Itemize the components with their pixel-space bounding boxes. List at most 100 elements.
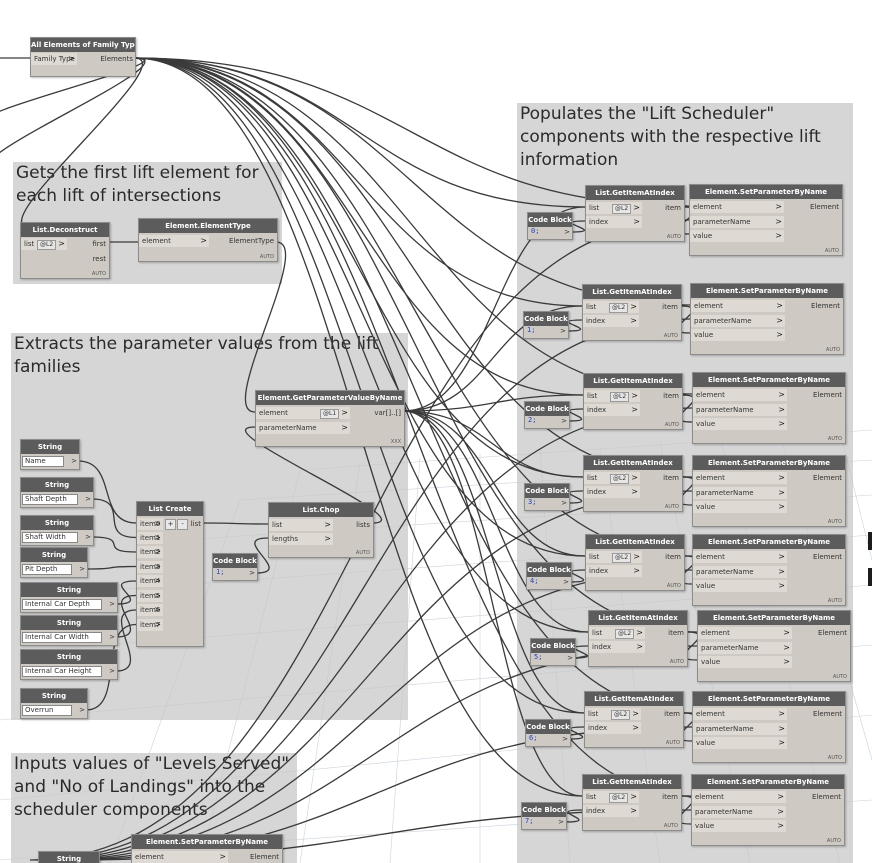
node-set-parameter-by-name-bottom[interactable]: Element.SetParameterByName element> Elem… [131, 834, 283, 863]
port-item6[interactable]: item6> [137, 604, 163, 616]
port-item1[interactable]: item1> [137, 532, 163, 544]
port-value[interactable]: value> [690, 230, 784, 242]
port-parametername[interactable]: parameterName> [693, 723, 787, 735]
port-parametername[interactable]: parameterName> [256, 422, 350, 434]
port-first[interactable]: first [92, 240, 106, 248]
port-element[interactable]: element> [693, 472, 787, 484]
port-element-out[interactable]: Element [818, 629, 847, 637]
string-value[interactable]: Pit Depth [22, 564, 72, 575]
port-item2[interactable]: item2> [137, 546, 163, 558]
port-element-out[interactable]: Element [812, 793, 841, 801]
port-element-out[interactable]: Element [811, 302, 840, 310]
port-element-out[interactable]: Element [810, 203, 839, 211]
port-lengths[interactable]: lengths> [269, 533, 333, 545]
port-item[interactable]: item [664, 710, 680, 718]
port-value[interactable]: value> [693, 418, 787, 430]
port-value[interactable]: value> [693, 580, 787, 592]
node-list-create[interactable]: List Create item0> + - list item1> item2… [136, 501, 204, 647]
port-item[interactable]: item [665, 204, 681, 212]
port-item[interactable]: item [663, 392, 679, 400]
port-output-arrow[interactable]: > [563, 578, 569, 586]
port-output-arrow[interactable]: > [109, 633, 115, 641]
string-value[interactable]: Internal Car Width [22, 632, 102, 643]
lacing-tag[interactable]: @L2 [612, 553, 632, 563]
port-rest[interactable]: rest [92, 255, 106, 263]
port-lists[interactable]: lists [356, 521, 370, 529]
port-output-arrow[interactable]: > [79, 706, 85, 714]
lacing-tag[interactable]: @L2 [609, 303, 629, 313]
port-index[interactable]: index> [586, 216, 642, 228]
port-value[interactable]: value> [691, 329, 785, 341]
port-elementtype[interactable]: ElementType [228, 237, 274, 245]
port-item[interactable]: item [662, 793, 678, 801]
port-output-arrow[interactable]: > [567, 654, 573, 662]
port-parametername[interactable]: parameterName> [692, 806, 786, 818]
string-value[interactable]: Internal Car Height [22, 666, 102, 677]
port-element[interactable]: element> [691, 300, 785, 312]
port-value[interactable]: value> [698, 656, 792, 668]
port-item[interactable]: item [668, 629, 684, 637]
port-element[interactable]: element> [698, 627, 792, 639]
port-output-arrow[interactable]: > [109, 600, 115, 608]
port-element[interactable]: element> [693, 708, 787, 720]
code-text[interactable]: 1; [527, 326, 536, 334]
lacing-tag[interactable]: @L2 [610, 474, 630, 484]
port-list[interactable]: list [190, 520, 201, 528]
port-item[interactable]: item [665, 553, 681, 561]
code-text[interactable]: 1; [216, 568, 225, 576]
port-index[interactable]: index> [584, 404, 640, 416]
code-text[interactable]: 5; [534, 653, 543, 661]
port-parametername[interactable]: parameterName> [698, 642, 792, 654]
port-output-arrow[interactable]: > [560, 327, 566, 335]
port-list[interactable]: list> [269, 519, 333, 531]
port-element[interactable]: element> [693, 389, 787, 401]
port-element[interactable]: element> [139, 235, 209, 247]
port-element[interactable]: element> [693, 551, 787, 563]
code-text[interactable]: 6; [529, 734, 538, 742]
node-list-deconstruct[interactable]: List.Deconstruct list> @L2 first rest AU… [20, 222, 110, 279]
lacing-tag[interactable]: @L2 [609, 793, 629, 803]
port-item[interactable]: item [663, 474, 679, 482]
lacing-tag[interactable]: @L2 [610, 392, 630, 402]
code-text[interactable]: 4; [530, 577, 539, 585]
port-elements[interactable]: Elements [100, 55, 133, 63]
port-element[interactable]: element> [692, 791, 786, 803]
port-element-out[interactable]: Element [813, 391, 842, 399]
port-element-out[interactable]: Element [813, 474, 842, 482]
port-index[interactable]: index> [583, 315, 639, 327]
node-code-block[interactable]: Code Block 1; > [212, 553, 258, 581]
string-value[interactable]: Name [22, 456, 64, 467]
port-value[interactable]: value> [693, 501, 787, 513]
port-value[interactable]: value> [692, 820, 786, 832]
port-parametername[interactable]: parameterName> [693, 404, 787, 416]
port-output-arrow[interactable]: > [561, 499, 567, 507]
string-value[interactable]: Overrun [22, 705, 72, 716]
port-output-arrow[interactable]: > [79, 565, 85, 573]
string-value[interactable]: Shaft Depth [22, 494, 78, 505]
port-value[interactable]: value> [693, 737, 787, 749]
port-output-arrow[interactable]: > [71, 457, 77, 465]
